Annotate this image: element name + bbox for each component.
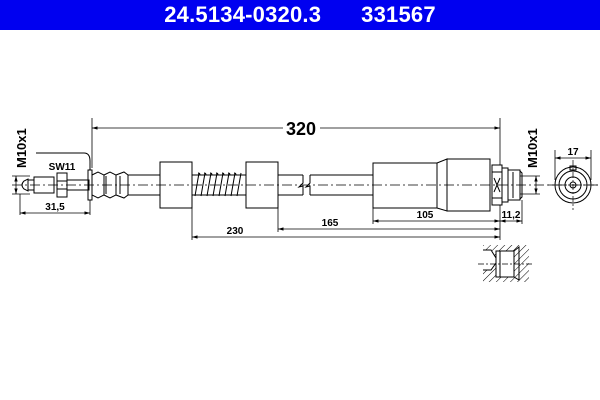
left-banjo-fitting xyxy=(21,152,160,201)
hose-end-view xyxy=(548,160,598,210)
title-bar: 24.5134-0320.3 331567 xyxy=(0,0,600,30)
female-port-section xyxy=(478,245,532,282)
dim-165: 165 xyxy=(322,218,339,229)
reference-number: 331567 xyxy=(361,2,436,27)
dim-wrench-size: SW11 xyxy=(49,162,76,173)
dim-end-diameter: 17 xyxy=(567,147,579,158)
dim-overall-length: 320 xyxy=(286,119,316,139)
part-number: 24.5134-0320.3 xyxy=(164,2,322,27)
dim-105: 105 xyxy=(417,210,434,221)
dim-right-thread: M10x1 xyxy=(525,128,540,168)
spring-guard xyxy=(192,172,246,197)
right-crimp-fitting xyxy=(372,158,523,212)
dim-230: 230 xyxy=(227,226,244,237)
dim-left-thread: M10x1 xyxy=(14,128,29,168)
hose xyxy=(278,174,373,196)
dim-right-fitting-length: 11,2 xyxy=(502,210,521,221)
sleeve-1 xyxy=(159,161,193,209)
dim-left-fitting-length: 31,5 xyxy=(45,202,65,213)
sleeve-2 xyxy=(245,161,279,209)
